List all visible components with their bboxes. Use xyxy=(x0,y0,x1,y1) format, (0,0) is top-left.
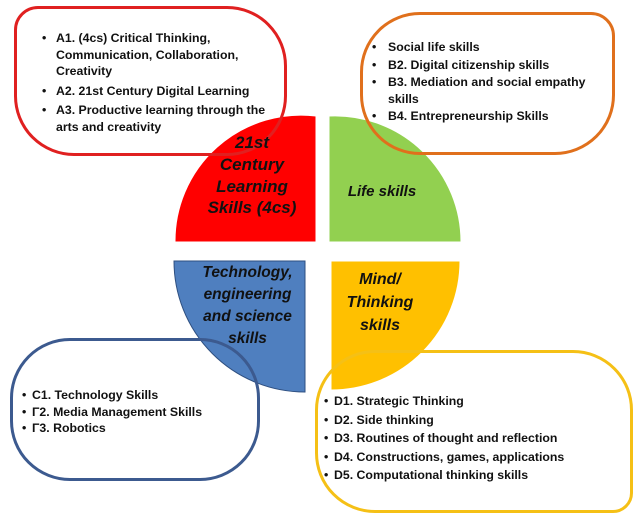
mind-label-line: Mind/ xyxy=(359,271,401,288)
technology-skill-item: C1. Technology Skills xyxy=(22,387,252,404)
mind-skill-item: D1. Strategic Thinking xyxy=(324,393,624,410)
mind-label-line: skills xyxy=(359,317,401,335)
mind-skills-label: Mind/ Thinking skills xyxy=(330,268,430,338)
technology-skill-item: Γ2. Media Management Skills xyxy=(22,404,252,421)
learning-skills-list: A1. (4cs) Critical Thinking, Communicati… xyxy=(42,30,278,139)
mind-skills-list: D1. Strategic Thinking D2. Side thinking… xyxy=(324,393,624,486)
learning-label-line: Skills (4cs) xyxy=(207,198,297,218)
technology-label-line: Technology, xyxy=(202,264,293,281)
technology-label-line: skills xyxy=(228,330,267,348)
life-skills-callout xyxy=(360,12,615,155)
learning-skills-quadrant xyxy=(174,114,317,243)
learning-label-line: Century xyxy=(219,154,285,174)
mind-label-line: Thinking xyxy=(346,294,414,312)
learning-skill-item: A2. 21st Century Digital Learning xyxy=(42,83,278,100)
life-skill-item: B2. Digital citizenship skills xyxy=(372,57,608,74)
technology-skills-label: Technology, engineering and science skil… xyxy=(180,262,315,351)
life-skill-item: B3. Mediation and social empathy skills xyxy=(372,74,608,107)
technology-label-line: engineering xyxy=(203,286,292,304)
life-skill-item: B4. Entrepreneurship Skills xyxy=(372,108,608,125)
learning-skill-item: A3. Productive learning through the arts… xyxy=(42,102,278,135)
technology-skills-list: C1. Technology Skills Γ2. Media Manageme… xyxy=(22,387,252,437)
learning-label-line: 21st xyxy=(234,133,270,152)
learning-label-line: Learning xyxy=(216,176,288,196)
life-skills-list: Social life skills B2. Digital citizensh… xyxy=(372,39,608,126)
learning-skill-item: A1. (4cs) Critical Thinking, Communicati… xyxy=(42,30,278,80)
technology-skills-callout xyxy=(10,338,260,481)
life-skills-quadrant xyxy=(328,115,462,243)
mind-skill-item: D2. Side thinking xyxy=(324,412,624,429)
technology-skill-item: Γ3. Robotics xyxy=(22,420,252,437)
mind-skill-item: D3. Routines of thought and reflection xyxy=(324,430,624,447)
mind-skill-item: D5. Computational thinking skills xyxy=(324,467,624,484)
learning-skills-callout xyxy=(14,6,287,156)
life-skill-item: Social life skills xyxy=(372,39,608,56)
technology-label-line: and science xyxy=(203,308,292,326)
life-skills-label: Life skills xyxy=(347,183,417,200)
mind-skill-item: D4. Constructions, games, applications xyxy=(324,449,624,466)
learning-skills-label: 21st Century Learning Skills (4cs) xyxy=(188,132,316,219)
mind-skills-callout xyxy=(315,350,633,513)
